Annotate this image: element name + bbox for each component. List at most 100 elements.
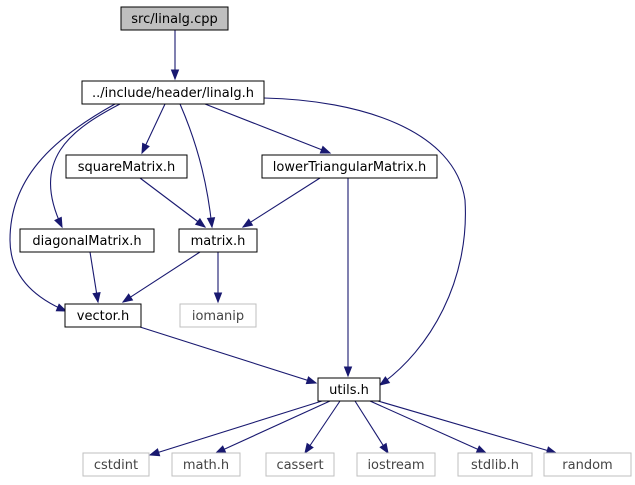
edge-utils_h-to-cstdint — [148, 400, 323, 457]
edge-lowerTriangularMatrix_h-to-matrix_h — [241, 177, 321, 228]
node-cstdint: cstdint — [82, 452, 150, 477]
node-label: random — [562, 458, 612, 473]
arrowhead-icon — [214, 445, 227, 454]
node-box — [261, 154, 438, 179]
node-label: squareMatrix.h — [78, 160, 176, 175]
edge-lowerTriangularMatrix_h-to-utils_h — [343, 178, 353, 378]
node-box — [179, 303, 257, 328]
node-label: matrix.h — [191, 234, 246, 249]
node-box — [120, 6, 229, 31]
arrowhead-icon — [92, 291, 101, 304]
arrowhead-icon — [475, 445, 488, 454]
node-box — [81, 80, 265, 105]
node-iomanip: iomanip — [179, 303, 257, 328]
arrowhead-icon — [213, 292, 223, 304]
arrowhead-icon — [148, 448, 161, 457]
node-box — [178, 228, 258, 253]
edge-utils_h-to-iostream — [354, 400, 389, 455]
edge-linalg_h-to-lowerTriangularMatrix_h — [204, 103, 332, 154]
node-label: ../include/header/linalg.h — [92, 86, 254, 101]
edge-line — [139, 326, 317, 384]
node-box — [457, 452, 533, 477]
node-vector-h[interactable]: vector.h — [64, 303, 142, 328]
arrowhead-icon — [54, 216, 63, 229]
edge-linalg_h-to-squareMatrix_h — [141, 103, 166, 155]
arrowhead-icon — [319, 145, 332, 154]
node-box — [171, 452, 241, 477]
arrowhead-icon — [378, 376, 391, 386]
edge-line — [149, 400, 323, 456]
node-label: diagonalMatrix.h — [32, 234, 141, 249]
nodes-layer: src/linalg.cpp ../include/header/linalg.h… — [19, 6, 632, 477]
node-math-h: math.h — [171, 452, 241, 477]
node-linalg-h[interactable]: ../include/header/linalg.h — [81, 80, 265, 105]
node-label: vector.h — [77, 309, 129, 324]
node-stdlib-h: stdlib.h — [457, 452, 533, 477]
arrowhead-icon — [121, 293, 134, 303]
arrowhead-icon — [206, 217, 216, 229]
edge-utils_h-to-cassert — [304, 400, 341, 455]
node-box — [317, 377, 381, 402]
node-box — [64, 303, 142, 328]
edges-layer — [9, 30, 558, 457]
edge-line — [215, 400, 331, 454]
node-box — [543, 452, 632, 477]
node-box — [356, 452, 436, 477]
node-box — [82, 452, 150, 477]
node-box — [19, 228, 155, 253]
arrowhead-icon — [343, 366, 353, 378]
node-random: random — [543, 452, 632, 477]
edge-linalg_h-to-vector_h — [9, 103, 116, 312]
edge-line — [179, 103, 213, 228]
node-box — [265, 452, 335, 477]
arrowhead-icon — [379, 442, 389, 455]
node-box — [65, 154, 188, 179]
edge-matrix_h-to-vector_h — [121, 251, 201, 303]
node-label: iostream — [367, 458, 424, 473]
edge-line — [263, 97, 466, 386]
edge-line — [304, 400, 341, 454]
node-label: stdlib.h — [471, 458, 519, 473]
node-label: cstdint — [94, 458, 138, 473]
edge-squareMatrix_h-to-matrix_h — [139, 177, 207, 228]
edge-line — [242, 177, 321, 228]
node-label: iomanip — [192, 309, 244, 324]
arrowhead-icon — [241, 218, 254, 228]
edge-line — [139, 177, 206, 228]
arrowhead-icon — [55, 303, 68, 312]
arrowhead-icon — [305, 376, 318, 385]
edge-line — [204, 103, 331, 154]
edge-line — [9, 103, 116, 312]
node-diagonalMatrix-h[interactable]: diagonalMatrix.h — [19, 228, 155, 253]
node-label: src/linalg.cpp — [131, 12, 217, 27]
edge-line — [369, 400, 487, 454]
arrowhead-icon — [170, 69, 180, 81]
node-utils-h[interactable]: utils.h — [317, 377, 381, 402]
arrowhead-icon — [194, 217, 207, 228]
arrowhead-icon — [141, 142, 150, 155]
node-matrix-h[interactable]: matrix.h — [178, 228, 258, 253]
edge-linalg_cpp-to-linalg_h — [170, 30, 180, 81]
arrowhead-icon — [304, 442, 314, 455]
edge-diagonalMatrix_h-to-vector_h — [89, 251, 101, 304]
node-linalg-cpp[interactable]: src/linalg.cpp — [120, 6, 229, 31]
node-label: lowerTriangularMatrix.h — [273, 160, 426, 175]
node-cassert: cassert — [265, 452, 335, 477]
edge-matrix_h-to-iomanip — [213, 252, 223, 304]
edge-vector_h-to-utils_h — [139, 326, 318, 385]
node-label: utils.h — [329, 383, 369, 398]
node-lowerTriangularMatrix-h[interactable]: lowerTriangularMatrix.h — [261, 154, 438, 179]
edge-utils_h-to-math_h — [214, 400, 331, 454]
edge-line — [354, 400, 389, 454]
node-label: math.h — [183, 458, 229, 473]
edge-utils_h-to-random — [377, 400, 558, 455]
node-iostream: iostream — [356, 452, 436, 477]
edge-linalg_h-to-diagonalMatrix_h — [50, 103, 121, 229]
node-squareMatrix-h[interactable]: squareMatrix.h — [65, 154, 188, 179]
edge-linalg_h-to-utils_h — [263, 97, 466, 386]
edge-line — [122, 251, 201, 303]
edge-line — [50, 103, 121, 228]
node-label: cassert — [276, 458, 323, 473]
edge-line — [377, 400, 557, 454]
